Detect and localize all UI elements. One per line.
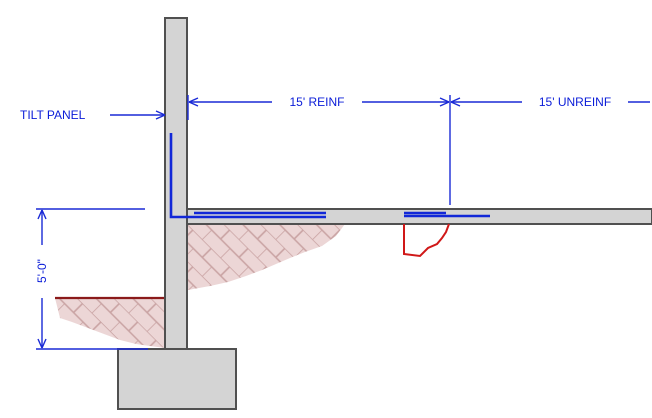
label-unreinforced: 15' UNREINF (539, 95, 611, 109)
tilt-panel-leader-arrow (155, 110, 166, 120)
dim-arrow-joint-left (439, 97, 450, 107)
dim-arrow-wall (188, 97, 199, 107)
dim-arrow-joint-right (450, 97, 461, 107)
thickened-edge-outline (403, 223, 450, 258)
soil-under-slab (188, 224, 345, 290)
dim-height-arrow-top (37, 209, 47, 220)
dim-height-arrow-bottom (37, 338, 47, 349)
label-tilt-panel: TILT PANEL (20, 108, 86, 122)
label-reinforced: 15' REINF (290, 95, 345, 109)
tilt-panel-wall (164, 17, 188, 350)
label-height: 5'-0" (35, 259, 49, 283)
rebar-l-bar (169, 133, 326, 219)
footing (117, 348, 237, 410)
soil-exterior-grade (55, 298, 165, 348)
